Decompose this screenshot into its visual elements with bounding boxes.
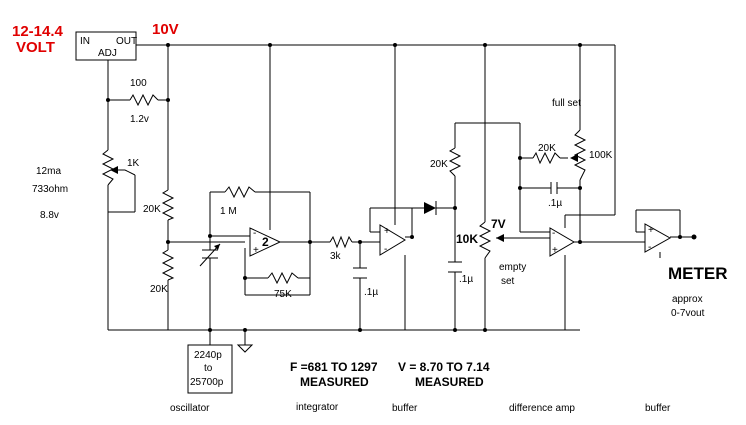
label-r-100: 100 — [130, 78, 147, 89]
voltage-regulator: IN OUT ADJ — [75, 31, 137, 65]
measurement-frequency-note: MEASURED — [300, 375, 369, 389]
meter-note-2: 0-7vout — [671, 308, 705, 319]
op-amps: - + + - - + + - — [249, 223, 672, 257]
resistors — [129, 93, 561, 285]
label-pot-100k: 100K — [589, 150, 613, 161]
svg-text:-: - — [253, 228, 256, 239]
resistor-20k-diff — [532, 151, 561, 165]
label-v-8-8: 8.8v — [40, 210, 59, 221]
ground-symbol — [236, 344, 254, 353]
label-r-20k-lower: 20K — [150, 284, 168, 295]
pot-100k — [573, 129, 587, 181]
measurement-frequency: F =681 TO 1297 — [290, 360, 378, 374]
label-opamp-pin: 2 — [262, 235, 269, 249]
svg-text:+: + — [552, 245, 558, 256]
opamp-oscillator — [249, 227, 282, 257]
resistor-20k-upper — [161, 189, 175, 221]
resistor-100 — [129, 93, 159, 107]
svg-text:-: - — [552, 228, 555, 239]
label-current: 12ma — [36, 166, 61, 177]
potentiometers — [101, 129, 587, 259]
label-r-3k: 3k — [330, 251, 342, 262]
opamp-buffer-1 — [379, 224, 406, 256]
resistor-3k — [329, 235, 353, 249]
junction-dots — [106, 43, 697, 332]
label-empty-set-1: empty — [499, 262, 526, 273]
cap-range-box: 2240p to 25700p — [187, 344, 233, 394]
stage-label-buffer-1: buffer — [392, 403, 418, 414]
pot-10k — [478, 221, 492, 259]
pot-1k — [101, 149, 115, 186]
input-voltage-label: 12-14.4 — [12, 23, 64, 40]
label-v-1-2: 1.2v — [130, 114, 149, 125]
output-voltage-label: 10V — [152, 21, 179, 38]
measurement-voltage-note: MEASURED — [415, 375, 484, 389]
opamp-buffer-2 — [644, 223, 672, 253]
resistor-20k-lower — [161, 249, 175, 281]
stage-label-integrator: integrator — [296, 402, 339, 413]
stage-label-buffer-2: buffer — [645, 403, 671, 414]
label-resistance: 733ohm — [32, 184, 68, 195]
svg-text:+: + — [648, 225, 654, 236]
label-pot-1k: 1K — [127, 158, 140, 169]
resistor-75k — [267, 271, 299, 285]
label-r-1m: 1 M — [220, 206, 237, 217]
svg-text:+: + — [253, 245, 259, 256]
label-full-set: full set — [552, 98, 581, 109]
label-v-7v: 7V — [491, 217, 506, 231]
svg-text:-: - — [648, 242, 651, 253]
diode — [424, 201, 437, 215]
label-c-diff: .1µ — [548, 198, 562, 209]
regulator-adj-label: ADJ — [98, 48, 117, 59]
cap-range-to: to — [204, 363, 213, 374]
regulator-in-label: IN — [80, 36, 90, 47]
label-r-20k-upper: 20K — [143, 204, 161, 215]
label-r-75k: 75K — [274, 289, 292, 300]
stage-label-oscillator: oscillator — [170, 403, 210, 414]
label-c-diode: .1µ — [459, 274, 473, 285]
regulator-out-label: OUT — [116, 36, 137, 47]
label-pot-10k: 10K — [456, 232, 478, 246]
label-r-20k-diff: 20K — [538, 143, 556, 154]
cap-range-low: 2240p — [194, 350, 222, 361]
resistor-20k-diode — [448, 147, 462, 177]
measurement-voltage: V = 8.70 TO 7.14 — [398, 360, 490, 374]
svg-text:+: + — [384, 226, 390, 237]
opamp-difference — [549, 227, 575, 257]
meter-label: METER — [668, 264, 728, 283]
svg-text:-: - — [384, 244, 387, 255]
label-c-buffer: .1µ — [364, 287, 378, 298]
component-labels: 100 1.2v 1K 12ma 733ohm 8.8v 20K 20K 1 M… — [32, 78, 613, 300]
cap-range-high: 25700p — [190, 377, 224, 388]
wires — [107, 44, 695, 345]
meter-note-1: approx — [672, 294, 703, 305]
label-r-20k-diode: 20K — [430, 159, 448, 170]
label-empty-set-2: set — [501, 276, 515, 287]
input-voltage-unit: VOLT — [16, 39, 55, 56]
resistor-1m — [224, 185, 256, 199]
capacitors — [199, 182, 558, 279]
stage-label-difference-amp: difference amp — [509, 403, 575, 414]
